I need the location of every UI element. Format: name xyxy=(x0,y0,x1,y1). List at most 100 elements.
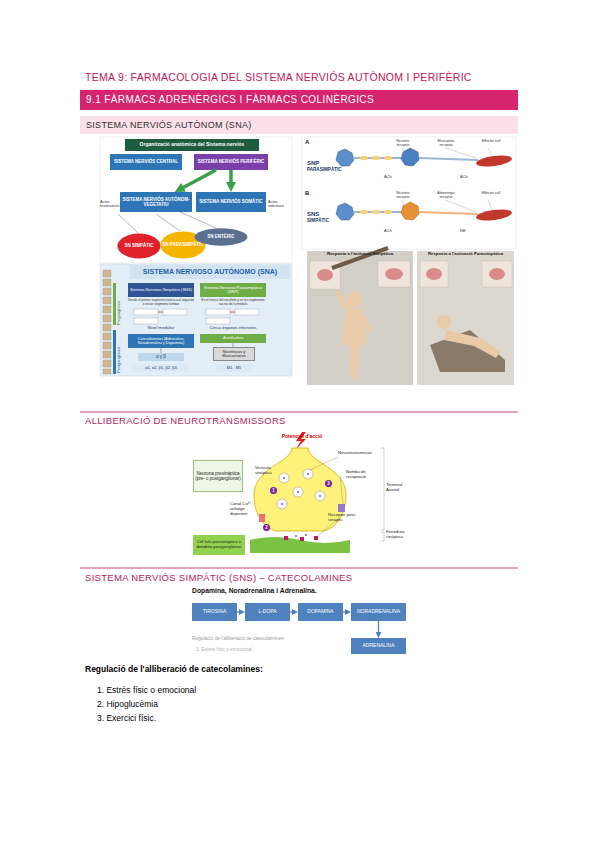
process-box: Cèl·lula postsinàptica o dendrita postga… xyxy=(193,535,245,555)
response-illustrations xyxy=(307,248,514,385)
label-text: Regulació de l'alliberació de catecolami… xyxy=(85,665,515,675)
label-text: Effector cell xyxy=(478,191,504,195)
label-text: Bomba de recaptació xyxy=(346,470,378,480)
bracket-bar xyxy=(113,283,116,325)
node-text: NORADRENALINA xyxy=(352,609,405,615)
branch-line xyxy=(180,212,216,228)
label-text: Actes voluntaris xyxy=(268,200,290,209)
process-box: Neurona presinàptica (pre- o postganglio… xyxy=(193,460,243,492)
flow-arrow xyxy=(290,611,294,612)
label-text: Resposta a l'activació Parasimpàtica xyxy=(418,252,513,257)
section-band: SISTEMA NERVIÓS AUTÒNOM (SNA) xyxy=(80,116,518,134)
image-frame xyxy=(190,584,408,666)
label-text: 2. Hipoglucèmia xyxy=(97,700,517,710)
image-frame xyxy=(100,264,292,376)
section-band: 9.1 FÀRMACS ADRENÈRGICS I FÀRMACS COLINÈ… xyxy=(80,90,518,110)
node-text: 9.1 FÀRMACS ADRENÈRGICS I FÀRMACS COLINÈ… xyxy=(86,94,512,105)
label-text: Nivel medular xyxy=(128,326,194,331)
node-text: L-DOPA xyxy=(246,609,289,615)
process-box: Nicotínicos y Muscarínicos xyxy=(213,347,255,361)
label-text: Postganglionar xyxy=(117,346,122,373)
label-text: SISTEMA NERVIOSO AUTÓNOMO (SNA) xyxy=(132,268,288,276)
process-box: Sistema Nervioso Simpático (SNS) xyxy=(128,283,194,297)
label-text: Canal Ca²⁺ voltatge depenent xyxy=(230,502,258,516)
flow-arrow xyxy=(229,170,233,186)
branch-line xyxy=(156,214,180,231)
label-text: Regulació de l'alliberació de catecolami… xyxy=(192,636,342,642)
node-text: SN SIMPÀTIC xyxy=(118,243,160,248)
process-box: DOPAMINA xyxy=(298,603,343,621)
label-text: 1. Estrès físic o emocional xyxy=(97,686,517,696)
process-box: NORADRENALINA xyxy=(351,603,406,621)
process-box: Acetilcolina xyxy=(200,334,266,343)
label-text: A xyxy=(305,139,309,146)
node-text: Organització anatòmica del Sistema nervi… xyxy=(126,142,258,148)
oval-shape xyxy=(195,228,248,245)
label-text: SNP xyxy=(307,160,319,167)
process-box: Sistema Nervioso Parasimpático (SNP) xyxy=(200,283,266,297)
process-box: SISTEMA NERVIÓS PERIFÈRIC xyxy=(194,154,268,170)
label-text: En el tronco del encéfalo y en los segme… xyxy=(200,299,266,306)
flow-arrow xyxy=(237,611,241,612)
label-text: ACh xyxy=(384,175,392,180)
process-box: α1, α2, β1, β2, β3 xyxy=(132,364,190,372)
neuron-drawing xyxy=(336,148,513,222)
process-box: ADRENALINA xyxy=(351,638,406,654)
label-text: Fenedura sinàptica xyxy=(386,530,408,540)
callout-number: 3 xyxy=(325,480,332,487)
callout-number: 1 xyxy=(270,487,277,494)
label-text: Nicotinic receptor xyxy=(390,139,416,147)
label-text: Nicotinic receptor xyxy=(390,191,416,199)
node-text: Sistema Nervioso Simpático (SNS) xyxy=(129,288,193,292)
node-text: TIROSINA xyxy=(193,609,236,615)
branch-line xyxy=(118,214,138,233)
label-text: Neurotransmissor xyxy=(338,451,380,456)
process-box: TIROSINA xyxy=(192,603,237,621)
section-rule xyxy=(80,412,518,413)
label-text: Effector cell xyxy=(478,139,504,143)
label-text: Adrenergic receptor xyxy=(432,191,460,199)
process-box: SISTEMA NERVIÓS CENTRAL xyxy=(110,154,182,170)
node-text: α y β xyxy=(139,354,183,359)
flow-arrow xyxy=(180,170,216,189)
oval-node: SN ENTÈRIC xyxy=(194,228,248,246)
node-text: Neurona presinàptica (pre- o postganglio… xyxy=(195,471,241,481)
image-frame xyxy=(100,137,292,263)
process-box: Organització anatòmica del Sistema nervi… xyxy=(125,139,259,151)
label-text: ACh xyxy=(384,229,392,234)
label-text: Potencial d'acció xyxy=(280,434,324,440)
node-text: DOPAMINA xyxy=(299,609,342,615)
label-text: SIMPÀTIC xyxy=(307,218,329,223)
label-text: ACh xyxy=(460,175,468,180)
process-box: L-DOPA xyxy=(245,603,290,621)
label-text: SNS xyxy=(307,211,319,218)
synapse-drawing xyxy=(190,431,409,556)
node-text: Cèl·lula postsinàptica o dendrita postga… xyxy=(194,540,244,550)
process-box: SISTEMA NERVIÓS SOMÀTIC xyxy=(196,192,266,212)
label-text: Actes involuntaris xyxy=(100,200,120,209)
label-text: 1. Estrès físic o emocional xyxy=(196,647,346,653)
label-text: Terminal Axonal xyxy=(386,483,408,493)
label-text: Resposta a l'activació Simpàtica xyxy=(309,252,411,257)
node-text: Acetilcolina xyxy=(201,336,265,340)
process-box: Catecolaminas (Adrenalina, Noradrenalina… xyxy=(128,334,194,348)
node-text: Catecolaminas (Adrenalina, Noradrenalina… xyxy=(129,337,193,346)
label-text: Cerca órganos efectores xyxy=(200,326,266,331)
oval-shape xyxy=(117,234,160,259)
node-text: Sistema Nervioso Parasimpático (SNP) xyxy=(201,286,265,295)
node-text: SISTEMA NERVIÓS CENTRAL xyxy=(111,159,181,164)
node-text: ADRENALINA xyxy=(352,643,405,649)
section-rule xyxy=(80,568,518,569)
label-text: Receptor post-sinàptic xyxy=(328,513,364,523)
section-heading: SISTEMA NERVIÓS SIMPÀTIC (SNS) – CATECOL… xyxy=(85,573,515,584)
label-text: NE xyxy=(460,229,466,234)
spine-drawing xyxy=(103,270,111,374)
flow-arrow xyxy=(378,621,379,634)
label-text: 3. Exercici físic. xyxy=(97,714,517,724)
node-text: SISTEMA NERVIÓS AUTÒNOM (SNA) xyxy=(86,120,512,130)
label-text: Muscarinic receptor xyxy=(432,139,460,147)
node-text: SISTEMA NERVIÓS SOMÀTIC xyxy=(197,199,265,204)
callout-number: 2 xyxy=(263,524,270,531)
label-text: PARASIMPÀTIC xyxy=(307,167,342,172)
node-text: SN PARASIMPÀTIC xyxy=(161,242,205,247)
